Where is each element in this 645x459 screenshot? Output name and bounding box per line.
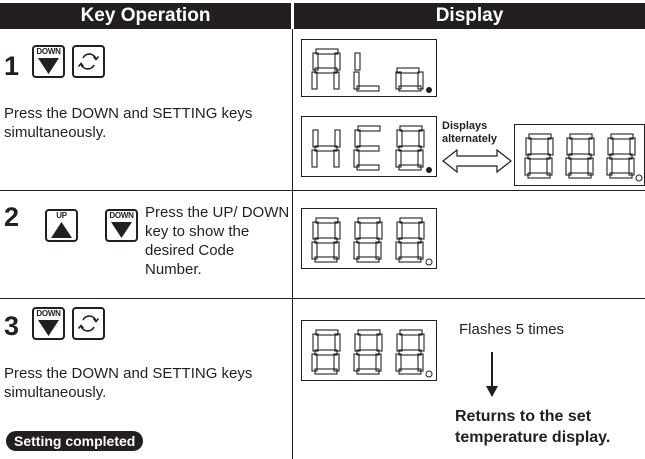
lcd-step1-alt-a (301, 116, 437, 177)
step-1-number: 1 (4, 51, 20, 81)
double-arrow-icon (442, 148, 512, 174)
step-2-instruction: Press the UP/ DOWN key to show the desir… (145, 204, 290, 278)
setting-key-step3[interactable] (72, 307, 105, 340)
cycle-arrows-icon (77, 315, 100, 332)
row-divider-2 (0, 298, 645, 299)
row-divider-1 (0, 190, 645, 191)
lcd-step3-segments (311, 329, 433, 378)
step-2-number: 2 (4, 202, 20, 232)
triangle-up-icon (51, 222, 72, 238)
display-header: Display (294, 3, 645, 29)
down-key-step2-label: DOWN (109, 211, 134, 220)
up-key[interactable]: UP (45, 209, 78, 242)
step-3-instruction: Press the DOWN and SETTING keys simultan… (4, 365, 253, 401)
column-divider (292, 29, 293, 459)
lcd-step1-alt-b (514, 124, 645, 186)
display-title: Display (435, 5, 504, 26)
cycle-arrows-icon (77, 53, 100, 70)
lcd-step2-segments (311, 217, 433, 266)
down-key-step3[interactable]: DOWN (32, 307, 65, 340)
step-3-number: 3 (4, 311, 20, 341)
triangle-down-icon (38, 320, 59, 336)
down-key-step3-label: DOWN (36, 309, 61, 318)
setting-key[interactable] (72, 45, 105, 78)
down-key[interactable]: DOWN (32, 45, 65, 78)
down-arrow-icon (486, 352, 498, 397)
down-key-label: DOWN (36, 47, 61, 56)
triangle-down-icon (38, 58, 59, 74)
lcd-step2 (301, 208, 437, 269)
lcd-step1-top (301, 39, 437, 97)
setting-completed-badge: Setting completed (6, 431, 144, 451)
up-key-label: UP (56, 211, 67, 220)
step-1-instruction: Press the DOWN and SETTING keys simultan… (4, 105, 253, 141)
lcd-step3 (301, 320, 437, 381)
key-operation-header: Key Operation (0, 3, 291, 29)
lcd-step1-top-segments (311, 48, 432, 93)
lcd-step1-alt-a-segments (311, 125, 432, 173)
lcd-step1-alt-b-segments (524, 133, 643, 182)
alternate-label: Displays alternately (442, 120, 498, 145)
triangle-down-icon (111, 222, 132, 238)
flash-label: Flashes 5 times (459, 321, 565, 338)
return-label: Returns to the set temperature display. (455, 408, 611, 446)
key-operation-title: Key Operation (80, 5, 211, 26)
down-key-step2[interactable]: DOWN (105, 209, 138, 242)
